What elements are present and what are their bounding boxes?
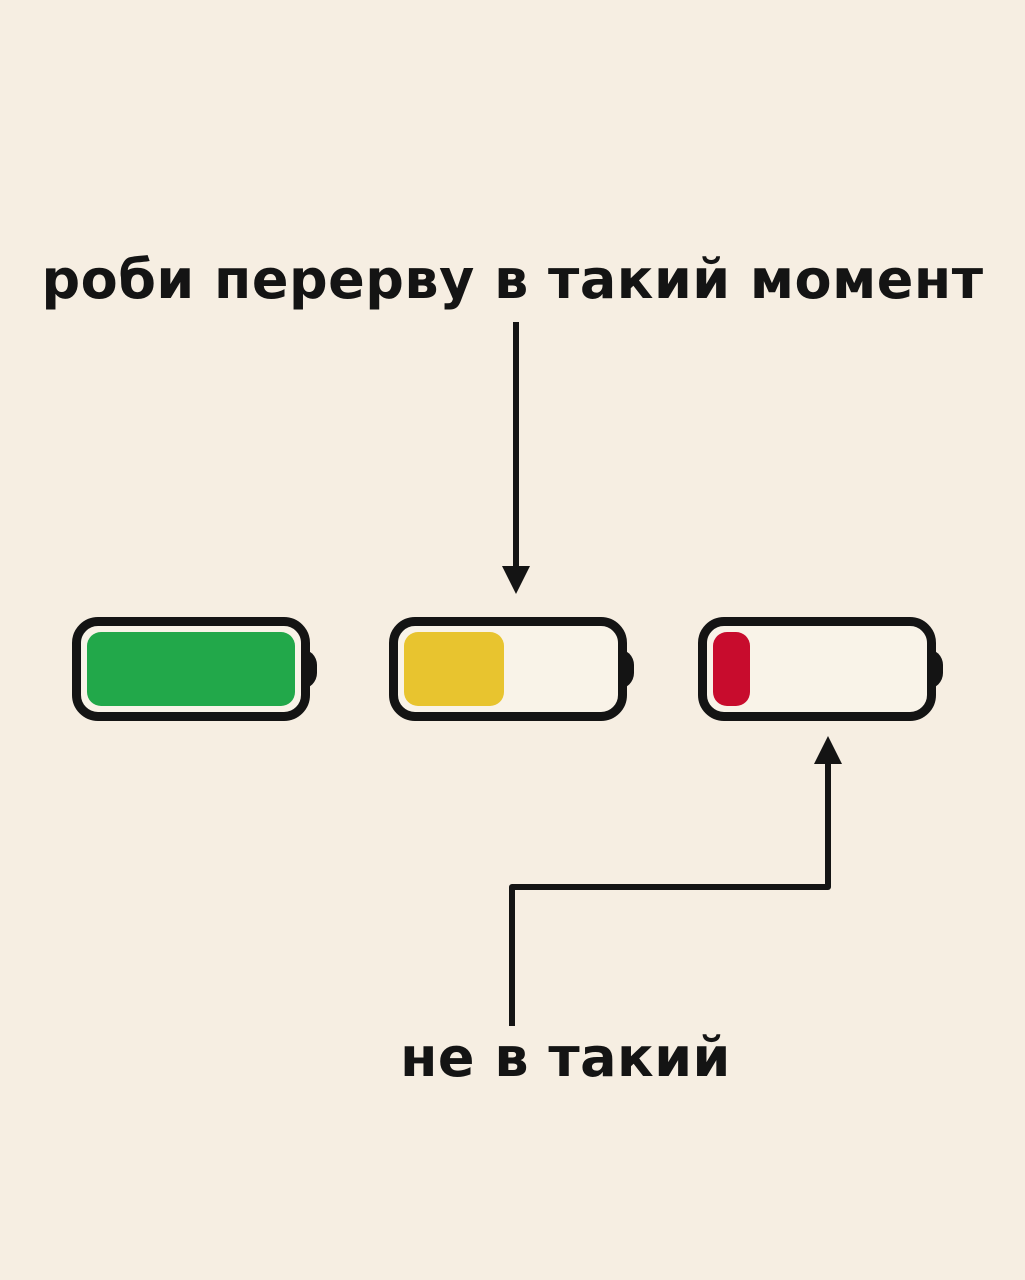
battery-terminal bbox=[301, 649, 317, 689]
full-battery-icon bbox=[72, 617, 317, 721]
top-caption-text: роби перерву в такий момент bbox=[41, 248, 984, 311]
battery-terminal bbox=[618, 649, 634, 689]
down-arrow bbox=[502, 322, 530, 594]
battery-fill bbox=[404, 632, 504, 706]
medium-battery-icon bbox=[389, 617, 634, 721]
battery-fill bbox=[87, 632, 295, 706]
battery-terminal bbox=[927, 649, 943, 689]
elbow-up-arrow bbox=[509, 736, 842, 1026]
low-battery-icon bbox=[698, 617, 943, 721]
bottom-caption-text: не в такий bbox=[400, 1026, 731, 1089]
battery-fill bbox=[713, 632, 751, 706]
